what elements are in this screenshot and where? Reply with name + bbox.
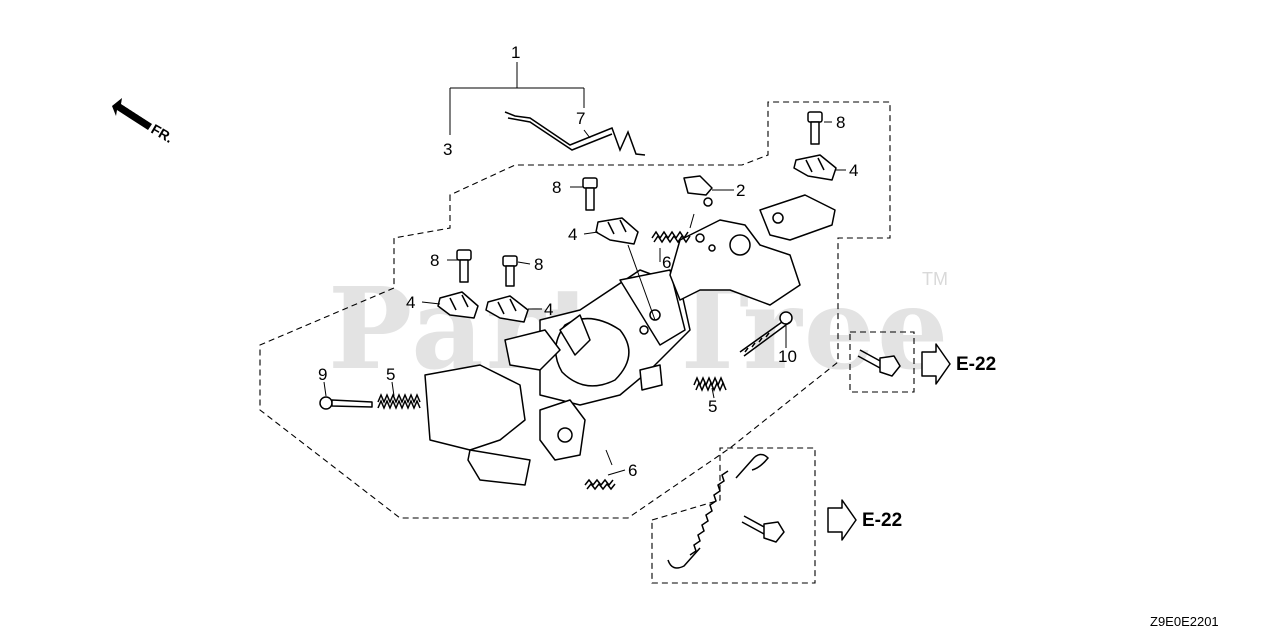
callout-2[interactable]: 2 <box>736 181 745 200</box>
callout-9[interactable]: 9 <box>318 365 327 384</box>
callout-5-left[interactable]: 5 <box>386 365 395 384</box>
clip-left-b <box>485 295 529 323</box>
callout-1[interactable]: 1 <box>511 43 520 62</box>
callout-6-upper[interactable]: 6 <box>662 253 671 272</box>
clip-left-a <box>437 291 479 319</box>
callout-4-center[interactable]: 4 <box>568 225 577 244</box>
callout-5-right[interactable]: 5 <box>708 397 717 416</box>
spring-upper <box>651 213 695 244</box>
callout-8-center[interactable]: 8 <box>552 178 561 197</box>
bolt-center <box>582 177 598 211</box>
spring-left <box>377 393 421 410</box>
callout-8-left-a[interactable]: 8 <box>430 251 439 270</box>
spring-bolt <box>741 515 785 543</box>
reference-box-spring <box>651 447 816 584</box>
reference-box-bolt <box>849 331 915 393</box>
reference-label-upper[interactable]: E-22 <box>956 354 996 375</box>
callout-4-left-a[interactable]: 4 <box>406 293 415 312</box>
wire-clip <box>683 175 713 207</box>
spring-right <box>693 376 727 392</box>
upper-control-plate <box>669 194 836 306</box>
leader-lines <box>323 121 846 476</box>
front-direction-arrow <box>112 98 152 130</box>
spring-lower <box>584 449 616 491</box>
control-base-bracket <box>539 269 691 406</box>
return-spring <box>667 453 770 569</box>
adjust-screw-left <box>319 396 373 410</box>
callout-4-upper-right[interactable]: 4 <box>849 161 858 180</box>
reference-arrow-lower <box>827 499 857 541</box>
adjust-screw-right <box>739 311 793 357</box>
callout-10[interactable]: 10 <box>778 347 797 366</box>
diagram-code: Z9E0E2201 <box>1150 614 1219 629</box>
bolt-left-b <box>502 255 518 287</box>
bolt-upper-right <box>807 111 823 145</box>
callout-8-left-b[interactable]: 8 <box>534 255 543 274</box>
bolt-left-a <box>456 249 472 283</box>
watermark-trademark: TM <box>922 269 948 289</box>
clip-center <box>595 217 639 245</box>
flange-bolt <box>857 349 901 377</box>
reference-label-lower[interactable]: E-22 <box>862 510 902 531</box>
callout-1-bracket <box>449 62 585 135</box>
governor-rod <box>504 111 646 156</box>
governor-rod-edge <box>507 117 613 151</box>
callout-7[interactable]: 7 <box>576 109 585 128</box>
reference-arrow-upper <box>921 343 951 385</box>
callout-8-upper-right[interactable]: 8 <box>836 113 845 132</box>
callout-4-left-b[interactable]: 4 <box>544 300 553 319</box>
clip-upper-right <box>793 154 837 181</box>
callout-3[interactable]: 3 <box>443 140 452 159</box>
callout-6-lower[interactable]: 6 <box>628 461 637 480</box>
front-direction-label: FR. <box>149 121 177 146</box>
assembly-outline <box>259 101 891 519</box>
lower-control-lever <box>424 314 591 486</box>
